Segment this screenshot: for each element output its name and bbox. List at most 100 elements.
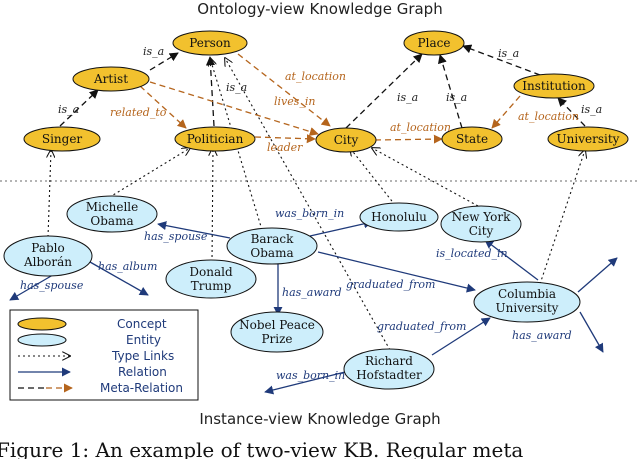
concept-artist[interactable] bbox=[72, 66, 150, 92]
concept-state-label: State bbox=[456, 132, 488, 146]
figure-caption: Figure 1: An example of two-view KB. Reg… bbox=[0, 438, 523, 459]
entity-richard-label-2: Hofstadter bbox=[356, 368, 422, 382]
entity-barack-obama[interactable] bbox=[226, 227, 318, 265]
entity-donald-label-1: Donald bbox=[189, 265, 233, 279]
legend-entity-swatch bbox=[17, 333, 67, 347]
meta-institution-state bbox=[491, 95, 521, 129]
concept-city[interactable] bbox=[315, 127, 377, 153]
label-lives-in: lives_in bbox=[274, 95, 316, 108]
rel-pablo-out-1 bbox=[9, 271, 59, 301]
type-link-donald-politician bbox=[212, 148, 213, 263]
ontology-view-title: Ontology-view Knowledge Graph bbox=[197, 0, 442, 18]
is-a-university-institution bbox=[557, 97, 586, 127]
label-was-born-in-richard: was_born_in bbox=[276, 369, 345, 382]
label-has-spouse-pablo: has_spouse bbox=[20, 279, 84, 292]
is-a-politician-person bbox=[205, 56, 216, 127]
is-a-city-place bbox=[345, 53, 423, 129]
rel-richard-out bbox=[264, 371, 346, 395]
rel-columbia-newyork bbox=[484, 239, 539, 281]
entity-honolulu-label: Honolulu bbox=[371, 210, 427, 224]
legend-type-links-label: Type Links bbox=[111, 349, 174, 363]
label-has-award-columbia: has_award bbox=[512, 329, 572, 342]
label-was-born-in-barack: was_born_in bbox=[275, 207, 344, 220]
legend-relation-label: Relation bbox=[118, 365, 167, 379]
concept-artist-label: Artist bbox=[93, 72, 128, 86]
is-a-state-place bbox=[438, 54, 463, 129]
entity-michelle-obama[interactable] bbox=[66, 195, 158, 233]
label-is-located-in: is_located_in bbox=[436, 247, 508, 260]
type-link-michelle-politician bbox=[104, 148, 190, 201]
label-is-a-state-place: is_a bbox=[446, 91, 467, 104]
legend: Concept Entity Type Links Relation Meta-… bbox=[9, 309, 199, 401]
entity-newyork-label-1: New York bbox=[452, 210, 512, 224]
legend-entity-label: Entity bbox=[126, 333, 161, 347]
concept-labels: Person Artist Singer Politician City Pla… bbox=[42, 36, 620, 147]
rel-columbia-out-2 bbox=[579, 311, 604, 353]
concept-place-label: Place bbox=[418, 36, 451, 50]
label-graduated-from-richard: graduated_from bbox=[377, 320, 466, 333]
entity-columbia-university[interactable] bbox=[473, 281, 581, 323]
rel-richard-columbia bbox=[431, 317, 491, 356]
label-is-a-artist-person: is_a bbox=[143, 45, 164, 58]
entity-nobel-label-2: Prize bbox=[261, 332, 292, 346]
label-at-location-person-city: at_location bbox=[285, 70, 346, 83]
meta-city-state bbox=[374, 134, 443, 144]
meta-politician-city bbox=[254, 134, 316, 144]
entity-honolulu[interactable] bbox=[359, 202, 439, 232]
entity-pablo-alboran[interactable] bbox=[3, 235, 93, 277]
is-a-artist-person bbox=[149, 52, 179, 71]
concept-person[interactable] bbox=[172, 30, 248, 56]
entity-donald-trump[interactable] bbox=[165, 259, 257, 299]
concept-state[interactable] bbox=[441, 126, 503, 152]
concept-place[interactable] bbox=[403, 30, 465, 56]
entity-pablo-label-2: Alborán bbox=[23, 255, 72, 269]
entity-michelle-label-2: Obama bbox=[90, 214, 133, 228]
concept-university[interactable] bbox=[547, 126, 629, 152]
entity-nobel-peace-prize[interactable] bbox=[230, 311, 324, 353]
type-link-newyork-city bbox=[372, 148, 479, 207]
label-leader: leader bbox=[267, 141, 303, 154]
label-is-a-institution-place: is_a bbox=[498, 47, 519, 60]
type-links bbox=[48, 58, 585, 351]
label-is-a-politician-person: is_a bbox=[226, 81, 247, 94]
label-related-to: related_to bbox=[110, 106, 167, 119]
entity-barack-label-1: Barack bbox=[251, 232, 295, 246]
entity-newyork-label-2: City bbox=[469, 224, 494, 238]
is-a-institution-place bbox=[462, 44, 541, 76]
entity-richard-hofstadter[interactable] bbox=[343, 348, 435, 390]
entity-richard-label-1: Richard bbox=[365, 354, 413, 368]
rel-barack-columbia bbox=[317, 251, 476, 293]
entity-new-york-city[interactable] bbox=[440, 205, 522, 243]
entity-pablo-label-1: Pablo bbox=[31, 241, 64, 255]
rel-columbia-out-1 bbox=[577, 257, 618, 293]
is-a-singer-artist bbox=[59, 89, 99, 127]
concept-institution[interactable] bbox=[513, 73, 595, 99]
label-at-location-city-state: at_location bbox=[390, 121, 451, 134]
type-link-columbia-university bbox=[539, 150, 585, 285]
label-graduated-from-barack: graduated_from bbox=[346, 278, 435, 291]
entity-labels: Michelle Obama Honolulu New York City Pa… bbox=[23, 200, 559, 382]
entity-michelle-label-1: Michelle bbox=[86, 200, 138, 214]
edge-labels: is_a is_a is_a is_a is_a is_a is_a relat… bbox=[20, 45, 602, 382]
concept-singer[interactable] bbox=[23, 126, 101, 152]
is-a-links bbox=[59, 44, 586, 129]
instance-view-title: Instance-view Knowledge Graph bbox=[199, 410, 440, 428]
entity-nobel-label-1: Nobel Peace bbox=[239, 318, 315, 332]
label-is-a-university-institution: is_a bbox=[581, 103, 602, 116]
concept-nodes bbox=[23, 30, 629, 153]
label-is-a-singer-artist: is_a bbox=[58, 103, 79, 116]
concept-politician[interactable] bbox=[174, 126, 256, 152]
legend-concept-label: Concept bbox=[117, 317, 167, 331]
concept-city-label: City bbox=[334, 133, 359, 147]
label-at-location-institution-state: at_location bbox=[518, 110, 579, 123]
label-has-album: has_album bbox=[98, 260, 157, 273]
entity-columbia-label-2: University bbox=[496, 301, 559, 315]
rel-barack-michelle bbox=[157, 221, 231, 239]
concept-person-label: Person bbox=[189, 36, 231, 50]
entity-barack-label-2: Obama bbox=[250, 246, 293, 260]
legend-concept-swatch bbox=[17, 317, 67, 331]
concept-institution-label: Institution bbox=[522, 79, 586, 93]
type-link-richard-person bbox=[225, 58, 391, 351]
meta-artist-politician bbox=[139, 85, 187, 129]
